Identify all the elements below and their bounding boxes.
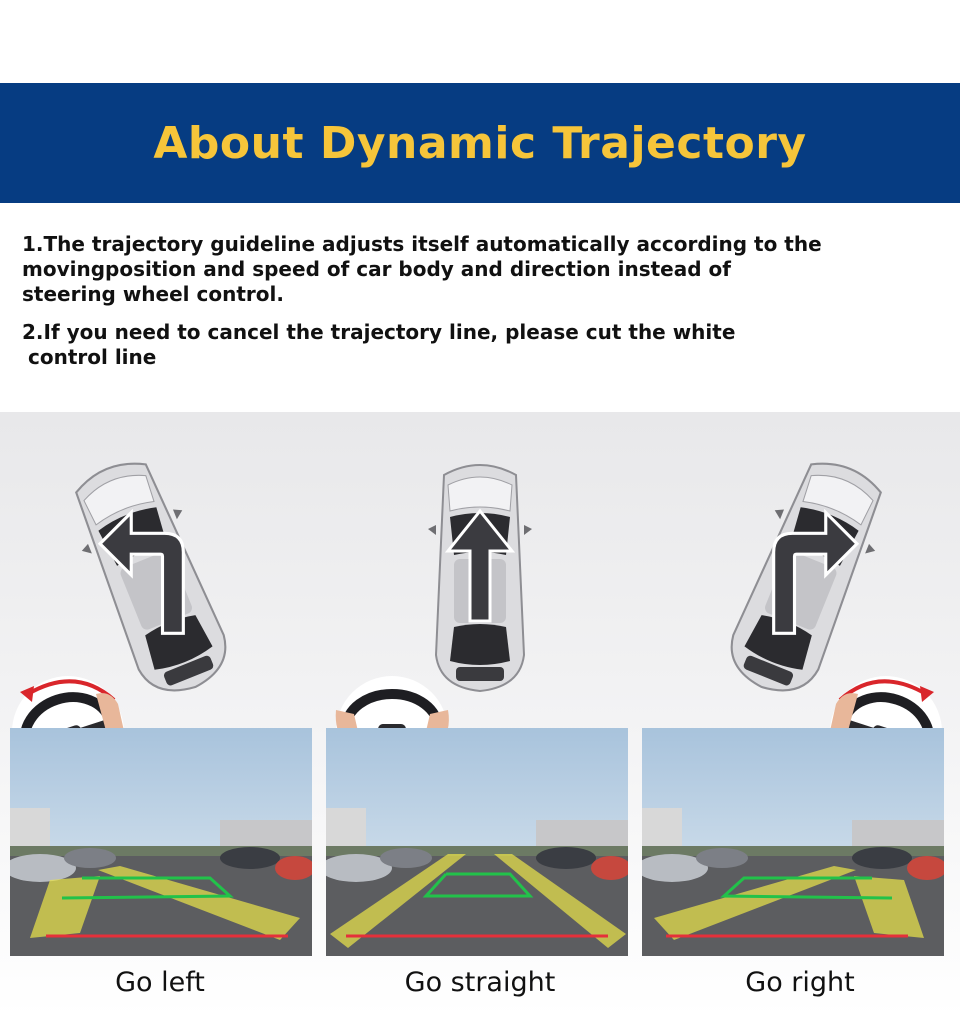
turn-arrow-icon (444, 508, 516, 623)
description-line: 1.The trajectory guideline adjusts itsel… (22, 232, 822, 256)
description-line: control line (28, 345, 157, 369)
description-line: 2.If you need to cancel the trajectory l… (22, 320, 736, 344)
turn-arrow-icon (97, 508, 185, 635)
description-point-1: 1.The trajectory guideline adjusts itsel… (22, 232, 942, 307)
rear-camera-view (642, 728, 944, 956)
page-title: About Dynamic Trajectory (153, 117, 807, 169)
illustration-scene: Go left (0, 412, 960, 1018)
panel-caption: Go straight (404, 967, 556, 998)
header-banner: About Dynamic Trajectory (0, 83, 960, 203)
panel-go-right: Go right (640, 412, 960, 1018)
turn-arrow-icon (772, 508, 860, 635)
car-icon (730, 462, 882, 692)
panel-go-left: Go left (0, 412, 320, 1018)
description-line: movingposition and speed of car body and… (22, 257, 731, 281)
car-icon (428, 464, 532, 693)
rear-camera-view (10, 728, 312, 956)
car-icon (75, 462, 227, 692)
description-line: steering wheel control. (22, 282, 284, 306)
rear-camera-view (326, 728, 628, 956)
description-point-2: 2.If you need to cancel the trajectory l… (22, 320, 942, 370)
panel-go-straight: Go straight (320, 412, 640, 1018)
panel-caption: Go left (115, 967, 205, 998)
panel-caption: Go right (745, 967, 855, 998)
